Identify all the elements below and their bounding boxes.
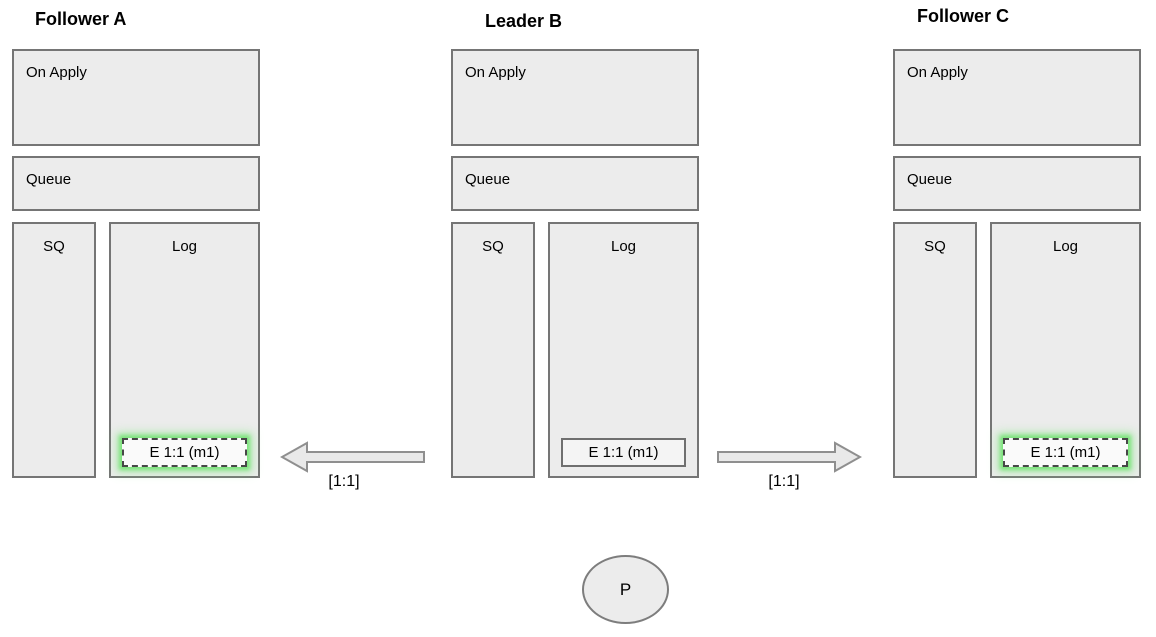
on-apply-label: On Apply [907,64,968,81]
on-apply-box: On Apply [12,49,260,146]
process-node: P [582,555,669,624]
sq-label: SQ [924,238,946,255]
queue-box: Queue [12,156,260,211]
replication-arrow-left [280,441,425,473]
on-apply-label: On Apply [465,64,526,81]
node-leader-b: Leader B On Apply Queue SQ Log E 1:1 (m1… [451,0,699,637]
log-box: Log E 1:1 (m1) [109,222,260,478]
on-apply-box: On Apply [451,49,699,146]
block-arrow-icon [717,441,862,473]
queue-label: Queue [26,171,72,188]
sq-box: SQ [12,222,96,478]
queue-label: Queue [465,171,511,188]
log-entry: E 1:1 (m1) [122,438,247,467]
node-follower-a: Follower A On Apply Queue SQ Log E 1:1 (… [12,0,260,637]
on-apply-label: On Apply [26,64,87,81]
sq-box: SQ [893,222,977,478]
log-label: Log [171,238,198,255]
node-follower-c: Follower C On Apply Queue SQ Log E 1:1 (… [893,0,1141,637]
sq-box: SQ [451,222,535,478]
arrow-label: [1:1] [768,473,800,490]
queue-label: Queue [907,171,953,188]
sq-label: SQ [43,238,65,255]
sq-label: SQ [482,238,504,255]
queue-box: Queue [451,156,699,211]
log-entry: E 1:1 (m1) [561,438,686,467]
replication-arrow-right [717,441,862,473]
node-title: Follower A [35,9,127,29]
process-label: P [619,579,632,599]
queue-box: Queue [893,156,1141,211]
node-title: Leader B [485,11,563,31]
log-box: Log E 1:1 (m1) [548,222,699,478]
node-title: Follower C [917,6,1010,26]
block-arrow-icon [280,441,425,473]
log-entry: E 1:1 (m1) [1003,438,1128,467]
on-apply-box: On Apply [893,49,1141,146]
log-box: Log E 1:1 (m1) [990,222,1141,478]
log-label: Log [610,238,637,255]
arrow-label: [1:1] [328,473,360,490]
log-label: Log [1052,238,1079,255]
